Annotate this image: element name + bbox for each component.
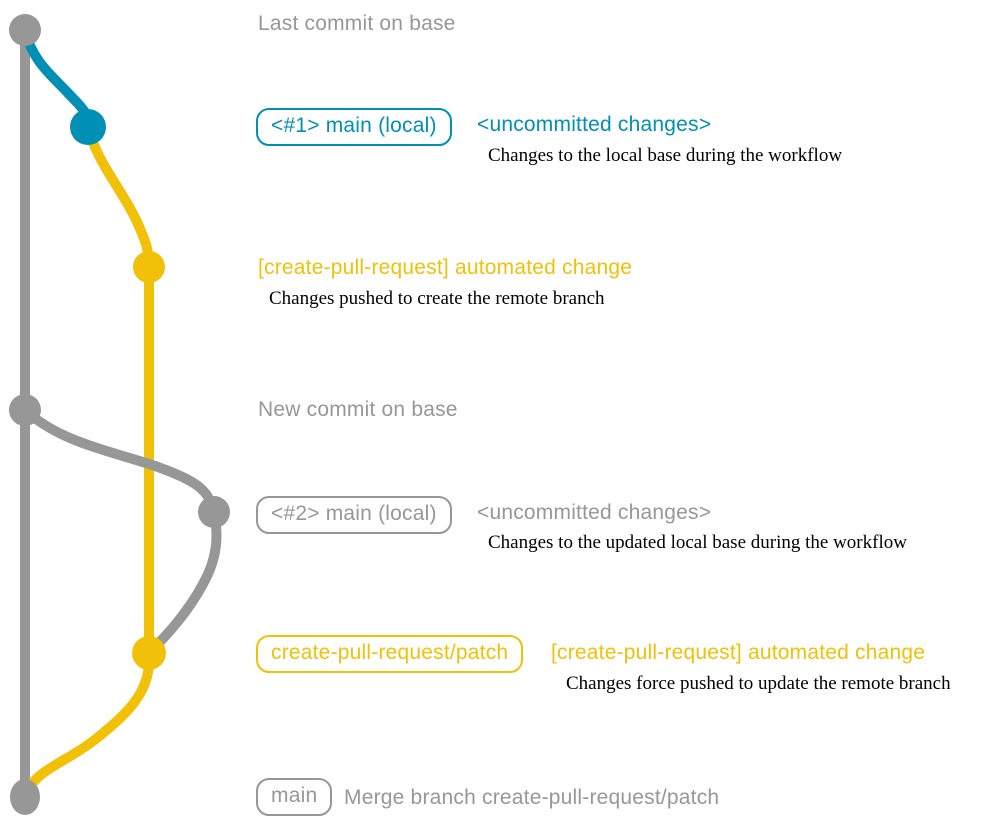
commit-message-automated-2: [create-pull-request] automated change <box>551 641 926 664</box>
commit-message-merge: Merge branch create-pull-request/patch <box>344 786 720 809</box>
branch-badge-main: main <box>256 778 333 816</box>
commit-node-last-base <box>9 14 41 46</box>
commit-node-merge <box>10 779 40 815</box>
branch-badge-main-local-1: <#1> main (local) <box>256 108 452 146</box>
commit-note-uncommitted-2: Changes to the updated local base during… <box>488 532 907 553</box>
commit-note-automated-2: Changes force pushed to update the remot… <box>566 673 951 694</box>
branch-line-patch-merge <box>20 648 155 802</box>
git-graph <box>9 14 230 815</box>
commit-label-new-base: New commit on base <box>258 398 458 421</box>
commit-message-automated-1: [create-pull-request] automated change <box>258 256 633 279</box>
branch-badge-patch: create-pull-request/patch <box>256 635 524 673</box>
commit-node-new-base <box>9 394 41 426</box>
commit-message-uncommitted-1: <uncommitted changes> <box>477 113 712 136</box>
branch-badge-main-local-2: <#2> main (local) <box>256 496 452 534</box>
commit-node-automated-1 <box>133 251 165 283</box>
commit-label-last-base: Last commit on base <box>258 12 456 35</box>
branch-line-patch-upper <box>83 122 154 658</box>
branch-line-main-local-2 <box>20 405 222 657</box>
commit-note-automated-1: Changes pushed to create the remote bran… <box>269 288 605 309</box>
commit-message-uncommitted-2: <uncommitted changes> <box>477 501 712 524</box>
commit-note-uncommitted-1: Changes to the local base during the wor… <box>488 145 843 166</box>
commit-node-automated-2 <box>132 636 166 670</box>
commit-node-uncommitted-1 <box>70 109 106 145</box>
commit-node-uncommitted-2 <box>198 496 230 528</box>
